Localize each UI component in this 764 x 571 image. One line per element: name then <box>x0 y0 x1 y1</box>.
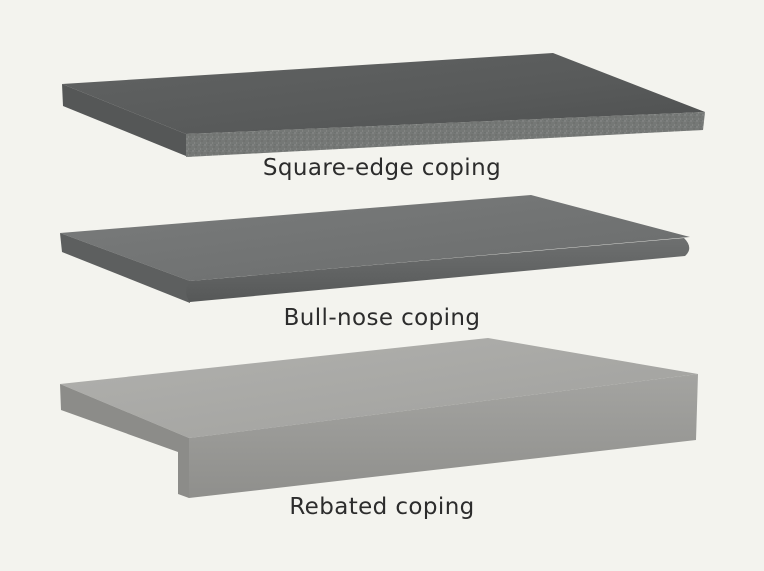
bull-nose-coping-caption: Bull-nose coping <box>283 305 481 331</box>
bull-nose-coping-slab <box>60 195 690 303</box>
rebated-coping-caption: Rebated coping <box>289 494 475 520</box>
rebated-coping-slab <box>60 338 698 498</box>
square-edge-coping-slab <box>62 53 705 157</box>
square-edge-coping-caption: Square-edge coping <box>262 155 502 181</box>
